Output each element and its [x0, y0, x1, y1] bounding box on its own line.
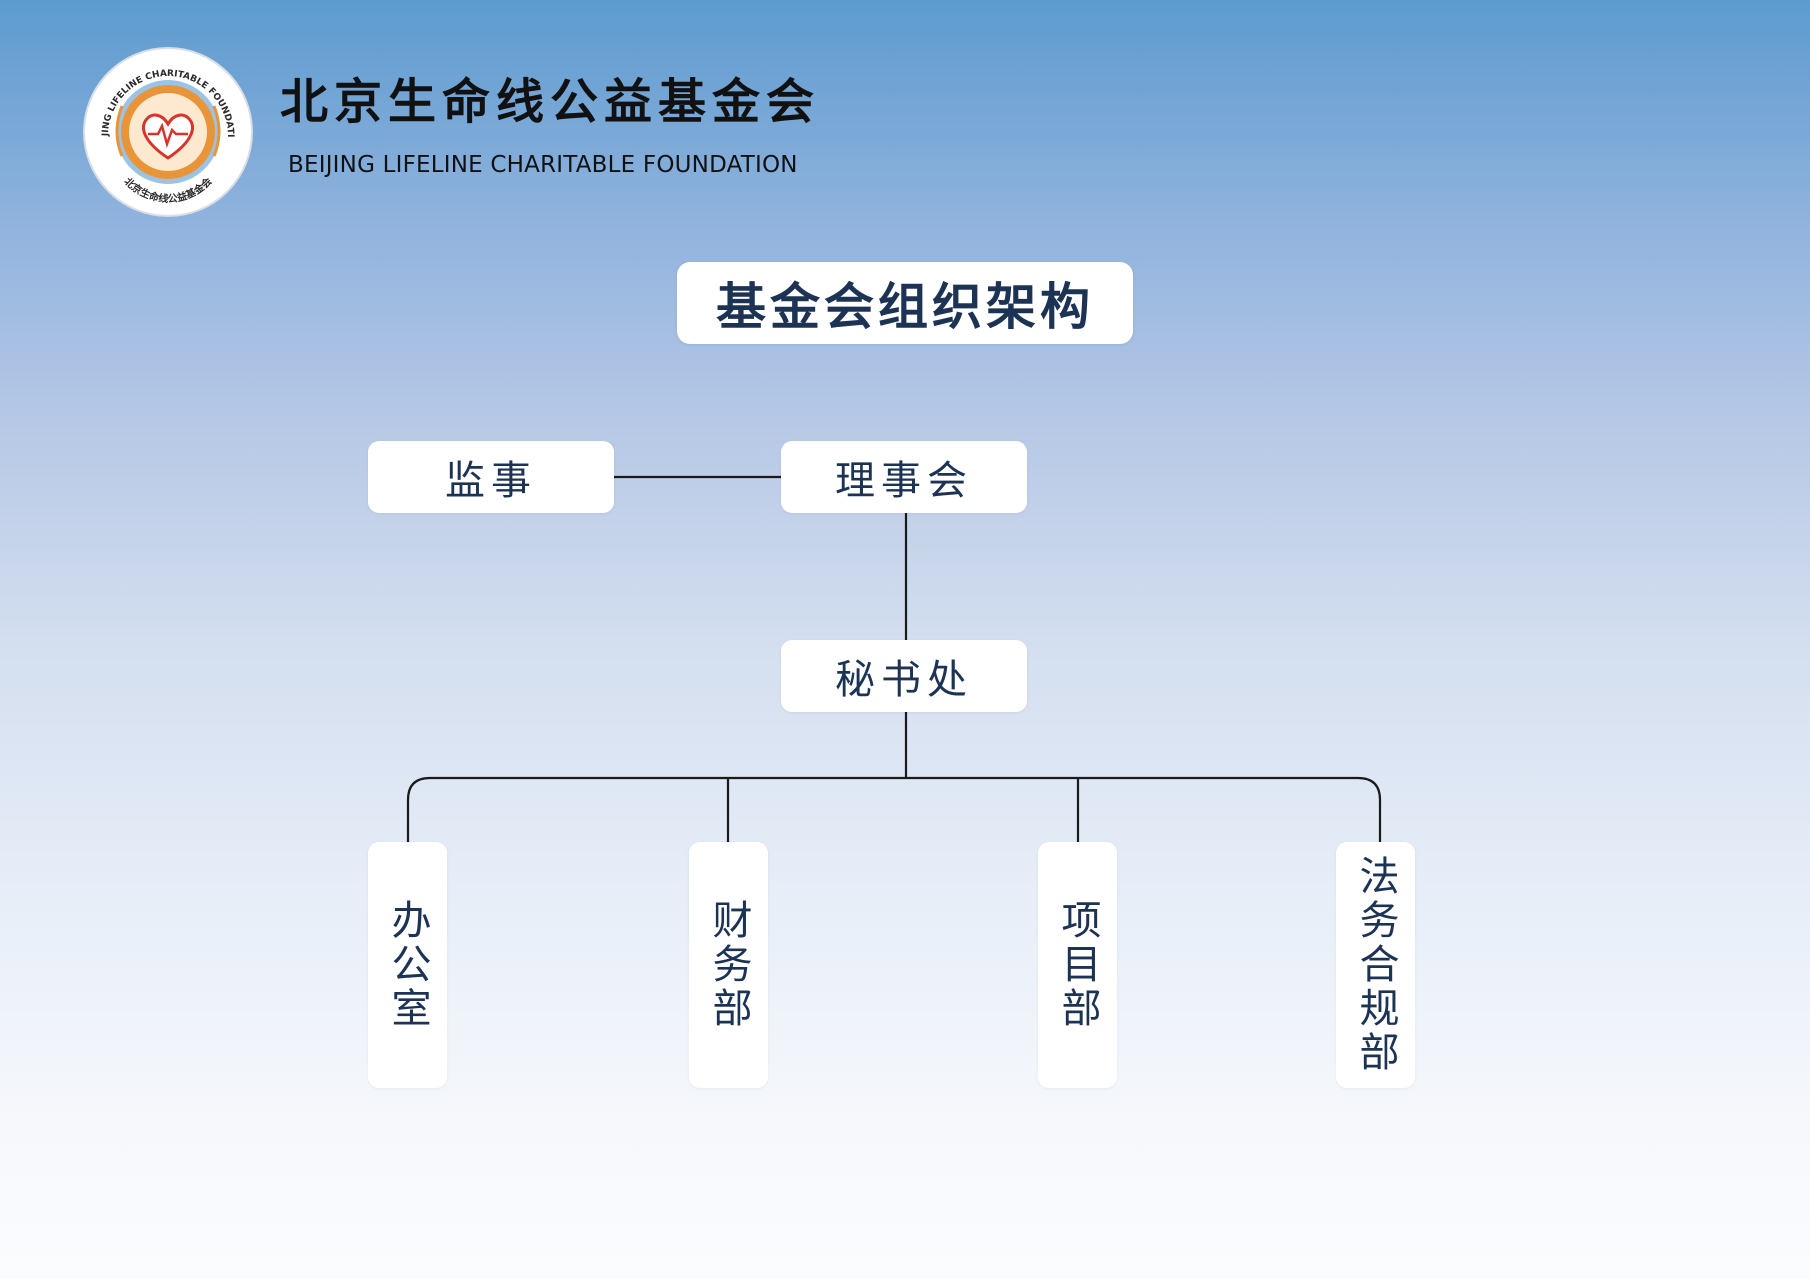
node-department-legal-compliance: 法务合规部: [1336, 842, 1415, 1088]
node-secretariat: 秘书处: [781, 640, 1027, 712]
org-name-english: BEIJING LIFELINE CHARITABLE FOUNDATION: [288, 152, 798, 178]
node-department-office: 办公室: [368, 842, 447, 1088]
logo-emblem-icon: BEIJING LIFELINE CHARITABLE FOUNDATION 北…: [82, 46, 253, 217]
foundation-logo: BEIJING LIFELINE CHARITABLE FOUNDATION 北…: [82, 46, 254, 218]
department-label: 财务部: [705, 899, 752, 1031]
node-board: 理事会: [781, 441, 1027, 513]
org-name-chinese: 北京生命线公益基金会: [280, 74, 821, 130]
node-supervisor: 监事: [368, 441, 614, 513]
node-department-projects: 项目部: [1038, 842, 1117, 1088]
department-bus-line: [406, 776, 1382, 842]
page-title: 基金会组织架构: [677, 262, 1133, 344]
department-label: 办公室: [384, 899, 431, 1031]
node-department-finance: 财务部: [689, 842, 768, 1088]
department-label: 项目部: [1054, 899, 1101, 1031]
department-label: 法务合规部: [1352, 855, 1399, 1075]
